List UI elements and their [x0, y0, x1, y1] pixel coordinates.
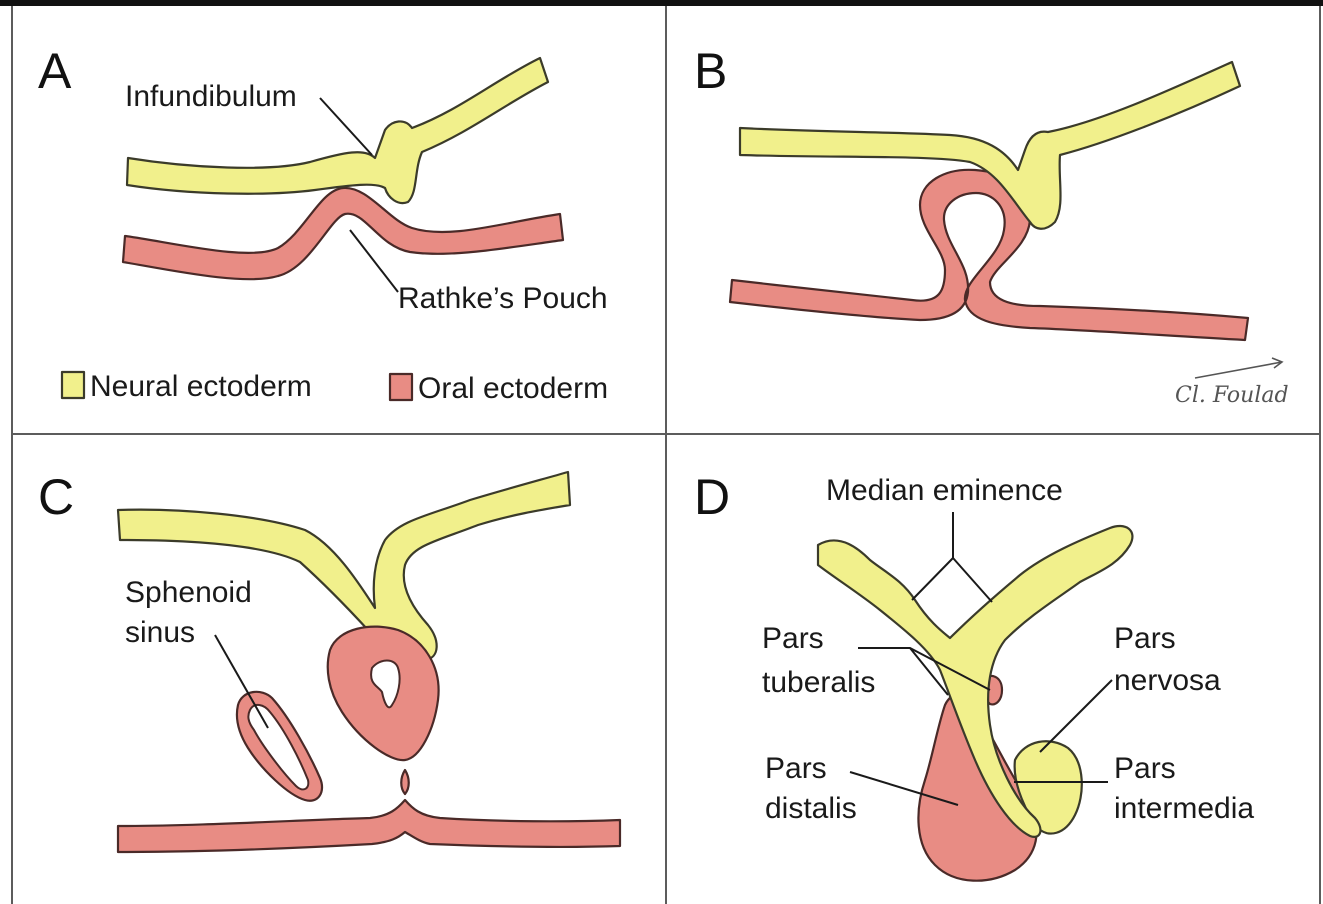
panel-c-oral-remnant: [401, 770, 409, 794]
pars-distalis-label-line1: Pars: [765, 752, 827, 785]
infundibulum-label: Infundibulum: [125, 80, 297, 113]
signature-arrow: [1195, 358, 1282, 378]
pars-tuberalis-label-line2: tuberalis: [762, 666, 875, 699]
pars-distalis-label-line2: distalis: [765, 792, 857, 825]
top-border: [0, 0, 1323, 6]
panel-a: A Infundibulum Rathke’s Pouch Neural ect…: [38, 43, 608, 405]
panel-d: D Median eminence Pars tuberalis Pars ne…: [694, 469, 1254, 881]
pars-nervosa-label-line2: nervosa: [1114, 664, 1221, 697]
pars-tuberalis-label-line1: Pars: [762, 622, 824, 655]
rathke-pouch-label: Rathke’s Pouch: [398, 282, 608, 315]
artist-signature: Cl. Foulad: [1175, 383, 1289, 408]
median-eminence-label: Median eminence: [826, 474, 1063, 507]
legend-neural-swatch: [62, 372, 84, 398]
panel-d-letter: D: [694, 469, 730, 525]
infundibulum-leader: [320, 98, 372, 155]
legend-oral-swatch: [390, 374, 412, 400]
pars-nervosa-label-line1: Pars: [1114, 622, 1176, 655]
median-eminence-leader: [912, 512, 992, 602]
panel-c-letter: C: [38, 469, 74, 525]
panel-c: C Sphenoid sinus: [38, 469, 620, 852]
sphenoid-sinus-label-line1: Sphenoid: [125, 576, 252, 609]
panel-c-oral-ectoderm: [118, 800, 620, 852]
panel-b-oral-ectoderm: [730, 170, 1248, 340]
panel-a-letter: A: [38, 43, 72, 99]
pars-intermedia-label-line1: Pars: [1114, 752, 1176, 785]
panel-b-neural-ectoderm: [740, 62, 1240, 229]
pars-intermedia-label-line2: intermedia: [1114, 792, 1254, 825]
panel-a-oral-ectoderm: [123, 188, 563, 279]
legend-oral-label: Oral ectoderm: [418, 372, 608, 405]
pars-nervosa-leader: [1040, 680, 1112, 752]
panel-b: B Cl. Foulad: [694, 43, 1289, 408]
panel-b-letter: B: [694, 43, 727, 99]
sphenoid-sinus-label-line2: sinus: [125, 616, 195, 649]
legend-neural-label: Neural ectoderm: [90, 370, 312, 403]
